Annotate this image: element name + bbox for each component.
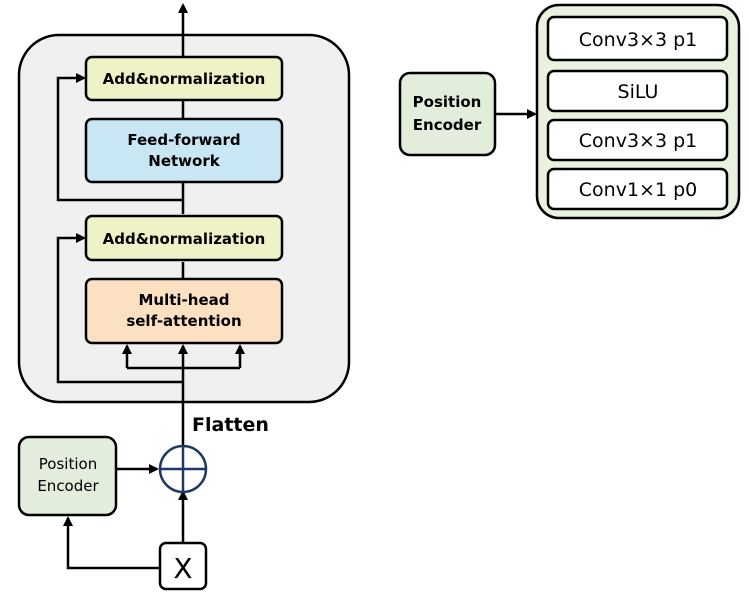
position-encoder-right-line1: Position <box>413 93 482 111</box>
summation-node <box>158 444 208 494</box>
residual-connection-attention <box>56 233 183 384</box>
add-norm-top-label: Add&normalization <box>103 70 266 88</box>
position-encoder-left-line2: Encoder <box>37 477 99 495</box>
add-norm-bottom-box <box>84 214 284 262</box>
input-x-box <box>158 541 208 591</box>
silu-layer-box <box>546 69 729 113</box>
add-norm-bottom-label: Add&normalization <box>103 230 266 248</box>
conv-layer-1-label: Conv3×3 p1 <box>579 29 697 51</box>
feed-forward-label-line2: Network <box>148 152 220 170</box>
silu-layer-label: SiLU <box>618 81 659 103</box>
input-x-label: X <box>173 552 192 585</box>
multi-head-attention-box <box>84 277 284 345</box>
flatten-label: Flatten <box>192 414 269 436</box>
add-norm-top-box <box>84 55 284 102</box>
position-encoder-right-line2: Encoder <box>413 116 482 134</box>
conv-layer-2-label: Conv3×3 p1 <box>579 130 697 152</box>
feed-forward-label-line1: Feed-forward <box>127 131 240 149</box>
conv-layer-3-label: Conv1×1 p0 <box>579 179 697 201</box>
conv-layer-2-box <box>546 118 729 162</box>
position-encoder-left-box <box>17 435 118 517</box>
input-to-encoder-arrow <box>63 516 160 570</box>
position-encoder-left-line1: Position <box>39 455 97 473</box>
attention-label-line1: Multi-head <box>139 291 230 309</box>
conv-layer-1-box <box>546 15 729 62</box>
attention-label-line2: self-attention <box>126 312 241 330</box>
position-encoder-right-box <box>398 71 497 157</box>
conv-layer-3-box <box>546 167 729 211</box>
residual-connection-ffn <box>56 73 183 202</box>
feed-forward-box <box>84 117 284 184</box>
